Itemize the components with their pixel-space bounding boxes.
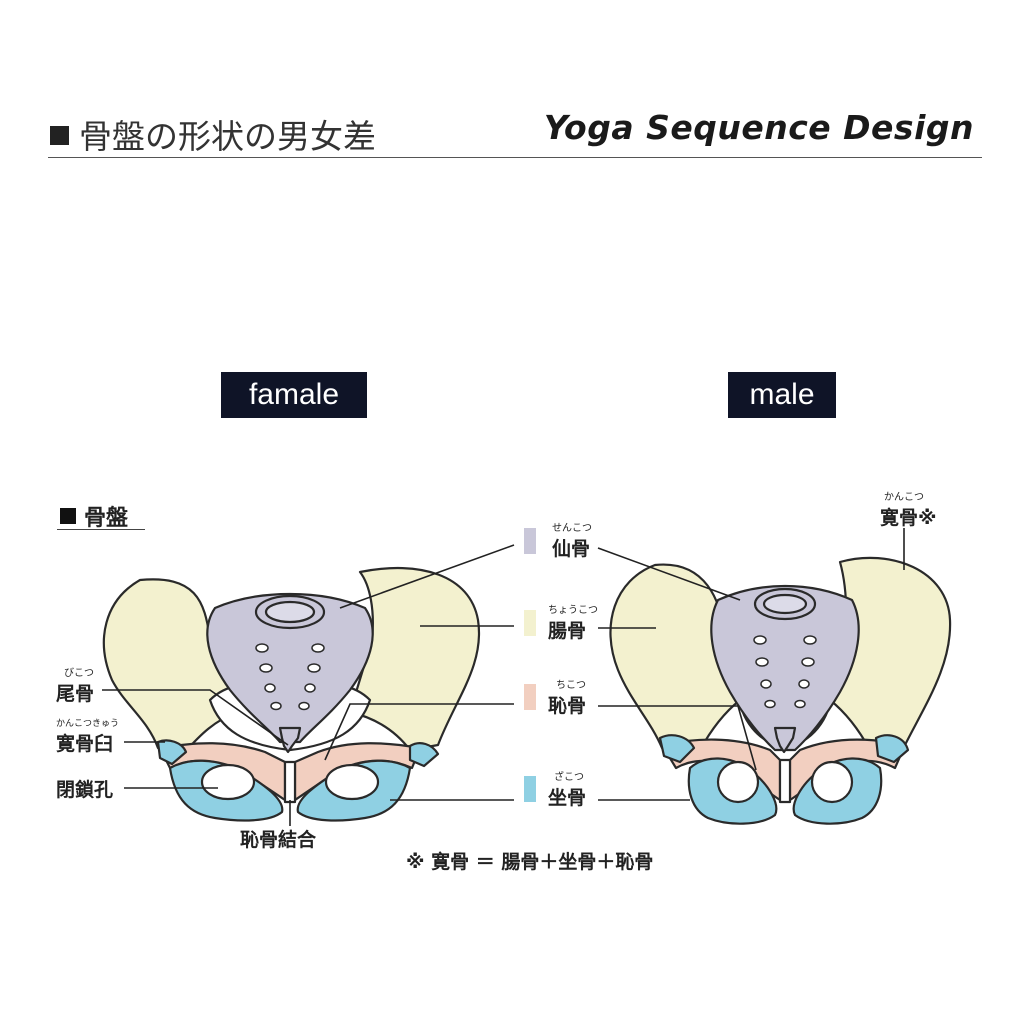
footnote: ※ 寛骨 ＝ 腸骨＋坐骨＋恥骨 xyxy=(406,850,653,873)
female-sacral-foramina xyxy=(255,643,325,711)
male-right-acetabulum xyxy=(874,734,910,764)
label-ruby-coccyx: びこつ xyxy=(64,667,94,679)
label-obturator: 閉鎖孔 xyxy=(56,778,113,801)
label-coccyx: 尾骨 xyxy=(56,683,94,705)
male-sacral-foramina xyxy=(753,635,817,709)
leader-lines xyxy=(102,528,905,826)
page-title-text: 骨盤の形状の男女差 xyxy=(79,117,376,156)
legend-swatch-ischium xyxy=(524,776,536,802)
left-labels: びこつ 尾骨 かんこつきゅう 寛骨臼 閉鎖孔 恥骨結合 xyxy=(56,667,317,851)
section-heading: 骨盤 xyxy=(60,500,128,532)
female-coccyx xyxy=(278,726,302,754)
female-sacral-canal xyxy=(264,600,316,624)
male-sacral-canal xyxy=(762,593,808,615)
legend-swatch-ilium xyxy=(524,610,536,636)
legend-ruby-pubis: ちこつ xyxy=(556,679,586,691)
brand-name: Yoga Sequence Design xyxy=(543,108,974,147)
female-left-acetabulum xyxy=(156,739,188,766)
legend-label-ischium: 坐骨 xyxy=(548,787,586,809)
female-pubic-symphysis xyxy=(283,760,297,804)
label-pubic-symphysis: 恥骨結合 xyxy=(240,828,317,851)
legend-ruby-ischium: ざこつ xyxy=(554,770,584,783)
legend-swatch-sacrum xyxy=(524,528,536,554)
header-divider xyxy=(48,157,982,158)
page-title: 骨盤の形状の男女差 xyxy=(50,110,376,158)
male-sacrum xyxy=(710,584,860,752)
legend-ruby-ilium: ちょうこつ xyxy=(548,604,598,616)
legend: せんこつ 仙骨 ちょうこつ 腸骨 ちこつ 恥骨 ざこつ 坐骨 xyxy=(524,522,598,809)
square-bullet-icon xyxy=(50,126,69,145)
female-left-obturator xyxy=(200,763,256,801)
male-left-obturator xyxy=(716,760,760,804)
legend-label-sacrum: 仙骨 xyxy=(552,537,590,560)
female-right-obturator xyxy=(324,763,380,801)
male-pubic-symphysis xyxy=(778,758,792,804)
male-tag: male xyxy=(728,372,836,418)
legend-swatch-pubis xyxy=(524,684,536,710)
female-sacrum xyxy=(206,592,374,744)
legend-label-ilium: 腸骨 xyxy=(548,620,586,642)
label-ruby-acetabulum: かんこつきゅう xyxy=(56,718,119,729)
legend-label-pubis: 恥骨 xyxy=(548,695,586,717)
female-right-acetabulum xyxy=(408,742,440,768)
female-tag: famale xyxy=(221,372,367,418)
label-ruby-hip-bone: かんこつ xyxy=(884,491,924,503)
male-coccyx xyxy=(773,726,797,754)
male-left-acetabulum xyxy=(658,734,696,764)
female-pelvis xyxy=(102,566,481,822)
male-pelvis xyxy=(609,556,952,825)
section-underline xyxy=(57,529,145,530)
male-right-obturator xyxy=(810,760,854,804)
label-acetabulum: 寛骨臼 xyxy=(56,732,113,755)
female-right-ilium xyxy=(348,566,481,752)
section-heading-text: 骨盤 xyxy=(84,506,129,531)
label-hip-bone: 寛骨※ xyxy=(880,506,936,529)
square-bullet-icon xyxy=(60,508,76,524)
legend-ruby-sacrum: せんこつ xyxy=(552,522,592,534)
